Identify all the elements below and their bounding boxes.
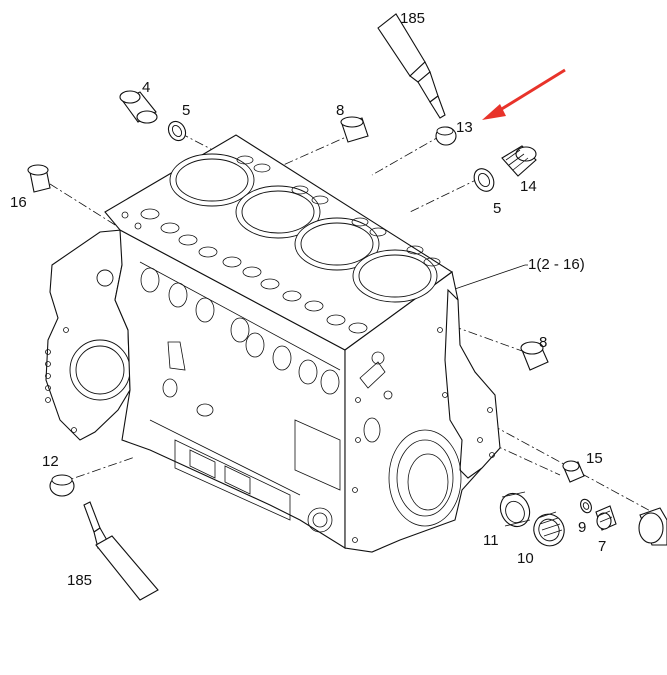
label-1: 1(2 - 16) [528,256,585,273]
label-11: 11 [483,532,499,549]
cylinder-bores [169,153,438,303]
gear-case-flange [45,229,131,441]
part-labels: 185 4 5 8 13 14 16 5 1(2 - 16) 8 12 15 1… [10,10,606,589]
cap-13 [435,126,457,146]
label-7: 7 [598,538,606,555]
cylinder-block [45,134,501,553]
label-13: 13 [456,119,473,136]
label-5-top: 5 [182,102,190,119]
front-face-features [352,327,495,543]
cap-12 [49,474,75,497]
oil-seal-11 [499,491,531,528]
plug-8-right [520,341,549,371]
label-5-right: 5 [493,200,501,217]
washer-5-top [167,120,187,142]
washer-5-right [473,168,495,192]
label-12: 12 [42,453,59,470]
front-flange-right [444,288,501,479]
deck-holes [121,155,441,334]
label-10: 10 [517,550,534,567]
plug-15 [562,460,585,483]
label-16: 16 [10,194,27,211]
sealant-tube-top [377,13,446,119]
label-14: 14 [520,178,537,195]
label-185-top: 185 [400,10,425,27]
bushing-10 [533,511,565,547]
sealant-tube-bottom [83,501,159,601]
label-4: 4 [142,79,150,96]
washer-9 [580,498,592,514]
camshaft-bore-left [96,269,114,287]
label-8-right: 8 [539,334,547,351]
plug-16 [27,164,51,193]
plug-8-top [340,116,369,143]
side-face-features [139,261,341,533]
label-15: 15 [586,450,603,467]
plug-4 [119,90,158,124]
label-8-top: 8 [336,102,344,119]
plug-7 [595,505,617,531]
crankshaft-bore-left-inner [75,345,125,395]
red-arrow-icon [482,68,566,120]
plug-14 [501,145,537,177]
label-9: 9 [578,519,586,536]
label-185-bottom: 185 [67,572,92,589]
cap-right-edge [638,507,667,546]
